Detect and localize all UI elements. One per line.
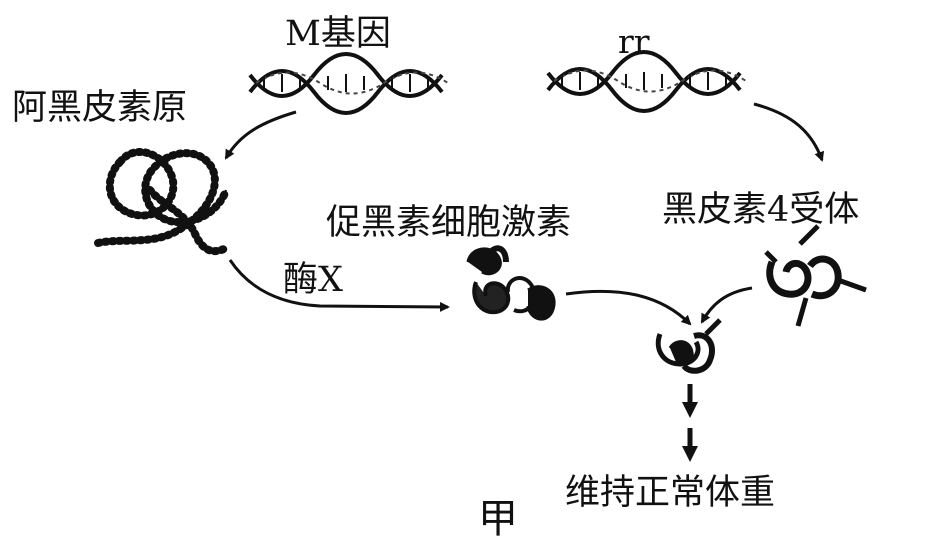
- arrow-enzyme-precursor-to-hormone: [228, 259, 450, 312]
- arrow-rr-gene-to-receptor: [753, 102, 825, 162]
- arrow-m-gene-to-precursor: [224, 110, 297, 160]
- enzyme-label: 酶X: [283, 260, 343, 300]
- output-arrows: [682, 384, 698, 462]
- m-gene-dna-helix: [248, 52, 449, 115]
- m-gene-label: M基因: [285, 14, 391, 54]
- precursor-label: 阿黑皮素原: [12, 88, 188, 128]
- receptor-molecule: [764, 224, 867, 327]
- hormone-label: 促黑素细胞激素: [326, 203, 572, 243]
- bound-complex: [655, 318, 722, 374]
- precursor-protein-coil: [94, 148, 230, 256]
- arrow-receptor-to-complex: [700, 286, 753, 324]
- pathway-arrows: [224, 102, 825, 326]
- figure-label: 甲: [478, 496, 518, 542]
- hormone-molecule: [466, 245, 556, 321]
- rr-gene-label: rr: [618, 22, 650, 61]
- rr-gene-dna-helix: [546, 50, 747, 113]
- arrow-hormone-to-complex: [565, 289, 692, 326]
- result-label: 维持正常体重: [565, 473, 776, 513]
- receptor-label: 黑皮素4受体: [662, 190, 860, 230]
